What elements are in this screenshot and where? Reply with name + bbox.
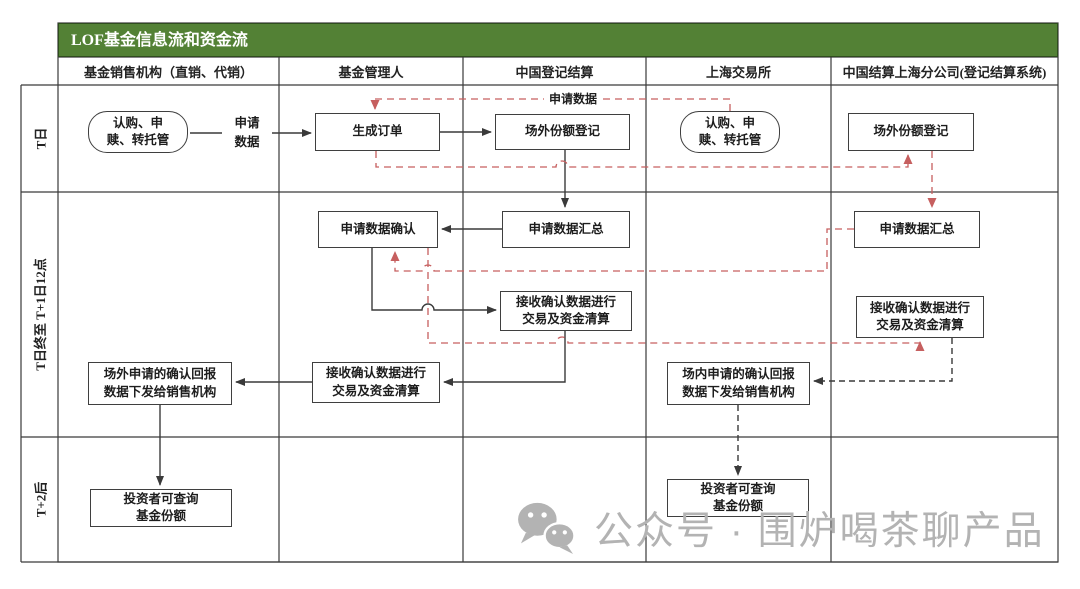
node-csdc-apply-summary: 申请数据汇总 bbox=[502, 211, 630, 248]
edge-shbsum-to-confirm bbox=[390, 228, 854, 272]
node-csdc-clearing: 接收确认数据进行 交易及资金清算 bbox=[500, 291, 632, 331]
edge-confirm-to-csdc-clear bbox=[371, 248, 497, 314]
node-sale-apply: 认购、申 赎、转托管 bbox=[88, 111, 188, 153]
node-sse-apply: 认购、申 赎、转托管 bbox=[680, 111, 780, 153]
node-manager-clearing: 接收确认数据进行 交易及资金清算 bbox=[312, 362, 440, 403]
edge-order-to-shb-reg bbox=[375, 151, 913, 168]
node-generate-order: 生成订单 bbox=[315, 113, 440, 151]
col-header-sse: 上海交易所 bbox=[705, 64, 771, 80]
edge-label-apply-data-otc: 申请 数据 bbox=[222, 110, 272, 156]
watermark: 公众号 · 围炉喝茶聊产品 bbox=[516, 500, 1045, 556]
node-apply-data-confirm: 申请数据确认 bbox=[318, 211, 438, 248]
node-investor-query-exchange: 投资者可查询 基金份额 bbox=[667, 479, 809, 517]
edge-shbclear-to-ssereport bbox=[813, 338, 953, 385]
node-shb-clearing: 接收确认数据进行 交易及资金清算 bbox=[856, 296, 984, 338]
node-shb-apply-summary: 申请数据汇总 bbox=[854, 211, 980, 248]
col-header-csdc-shanghai: 中国结算上海分公司(登记结算系统) bbox=[842, 64, 1047, 80]
node-csdc-otc-registration: 场外份额登记 bbox=[495, 114, 630, 150]
edge-confirm-to-shbclear bbox=[427, 248, 925, 351]
node-exchange-confirm-report: 场内申请的确认回报 数据下发给销售机构 bbox=[667, 362, 810, 405]
node-otc-confirm-report: 场外申请的确认回报 数据下发给销售机构 bbox=[88, 362, 232, 405]
wechat-icon bbox=[518, 502, 576, 555]
diagram-title: LOF基金信息流和资金流 bbox=[58, 23, 1058, 57]
edge-label-apply-data-exchange: 申请数据 bbox=[544, 91, 602, 106]
col-header-sales-agency: 基金销售机构（直销、代销） bbox=[83, 64, 253, 80]
node-investor-query-otc: 投资者可查询 基金份额 bbox=[90, 489, 232, 527]
col-header-csdc: 中国登记结算 bbox=[515, 64, 594, 80]
edge-csdcclear-to-mgrclear bbox=[443, 331, 566, 386]
col-header-fund-manager: 基金管理人 bbox=[338, 64, 404, 80]
edge-sse-apply-to-order bbox=[370, 98, 731, 111]
watermark-text: 公众号 · 围炉喝茶聊产品 bbox=[594, 510, 1045, 553]
node-shb-otc-registration: 场外份额登记 bbox=[848, 113, 974, 151]
